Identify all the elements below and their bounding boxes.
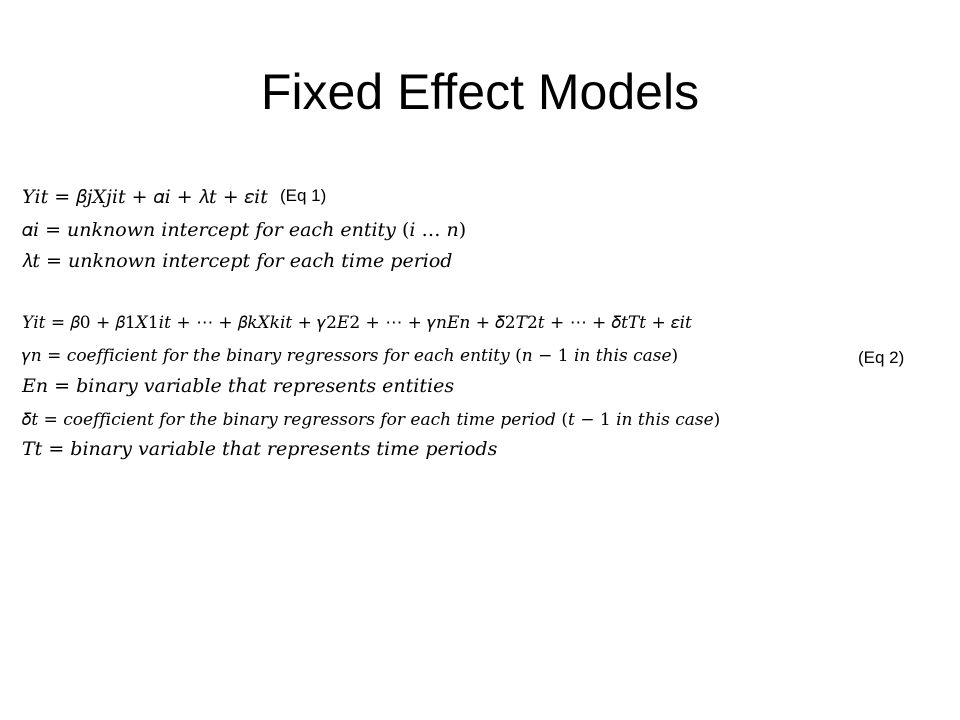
eq2-expression: 𝑌𝑖𝑡 = 𝛽0 + 𝛽1𝑋1𝑖𝑡 + ⋯ + 𝛽𝑘𝑋𝑘𝑖𝑡 + 𝛾2𝐸2 + … [22,313,692,333]
gamma-definition: 𝛾𝑛 = 𝑐𝑜𝑒𝑓𝑓𝑖𝑐𝑖𝑒𝑛𝑡 𝑓𝑜𝑟 𝑡ℎ𝑒 𝑏𝑖𝑛𝑎𝑟𝑦 𝑟𝑒𝑔𝑟𝑒𝑠𝑠𝑜… [22,346,679,366]
eq2-line: 𝑌𝑖𝑡 = 𝛽0 + 𝛽1𝑋1𝑖𝑡 + ⋯ + 𝛽𝑘𝑋𝑘𝑖𝑡 + 𝛾2𝐸2 + … [22,307,692,337]
en-definition-line: 𝐸𝑛 = 𝑏𝑖𝑛𝑎𝑟𝑦 𝑣𝑎𝑟𝑖𝑎𝑏𝑙𝑒 𝑡ℎ𝑎𝑡 𝑟𝑒𝑝𝑟𝑒𝑠𝑒𝑛𝑡𝑠 𝑒𝑛𝑡… [22,371,454,401]
delta-definition: 𝛿𝑡 = 𝑐𝑜𝑒𝑓𝑓𝑖𝑐𝑖𝑒𝑛𝑡 𝑓𝑜𝑟 𝑡ℎ𝑒 𝑏𝑖𝑛𝑎𝑟𝑦 𝑟𝑒𝑔𝑟𝑒𝑠𝑠𝑜… [22,410,721,430]
eq1-expression: 𝑌𝑖𝑡 = 𝛽𝑗𝑋𝑗𝑖𝑡 + 𝛼𝑖 + 𝜆𝑡 + 𝜀𝑖𝑡 [22,186,268,208]
eq1-line: 𝑌𝑖𝑡 = 𝛽𝑗𝑋𝑗𝑖𝑡 + 𝛼𝑖 + 𝜆𝑡 + 𝜀𝑖𝑡 (Eq 1) [22,181,326,211]
alpha-definition-line: 𝛼𝑖 = 𝑢𝑛𝑘𝑛𝑜𝑤𝑛 𝑖𝑛𝑡𝑒𝑟𝑐𝑒𝑝𝑡 𝑓𝑜𝑟 𝑒𝑎𝑐ℎ 𝑒𝑛𝑡𝑖𝑡𝑦 (… [22,215,466,245]
lambda-definition-line: 𝜆𝑡 = 𝑢𝑛𝑘𝑛𝑜𝑤𝑛 𝑖𝑛𝑡𝑒𝑟𝑐𝑒𝑝𝑡 𝑓𝑜𝑟 𝑒𝑎𝑐ℎ 𝑡𝑖𝑚𝑒 𝑝𝑒𝑟… [22,246,452,276]
tt-definition-line: 𝑇𝑡 = 𝑏𝑖𝑛𝑎𝑟𝑦 𝑣𝑎𝑟𝑖𝑎𝑏𝑙𝑒 𝑡ℎ𝑎𝑡 𝑟𝑒𝑝𝑟𝑒𝑠𝑒𝑛𝑡𝑠 𝑡𝑖𝑚… [22,434,497,464]
delta-definition-line: 𝛿𝑡 = 𝑐𝑜𝑒𝑓𝑓𝑖𝑐𝑖𝑒𝑛𝑡 𝑓𝑜𝑟 𝑡ℎ𝑒 𝑏𝑖𝑛𝑎𝑟𝑦 𝑟𝑒𝑔𝑟𝑒𝑠𝑠𝑜… [22,404,720,434]
en-definition: 𝐸𝑛 = 𝑏𝑖𝑛𝑎𝑟𝑦 𝑣𝑎𝑟𝑖𝑎𝑏𝑙𝑒 𝑡ℎ𝑎𝑡 𝑟𝑒𝑝𝑟𝑒𝑠𝑒𝑛𝑡𝑠 𝑒𝑛𝑡… [22,375,455,397]
lambda-definition: 𝜆𝑡 = 𝑢𝑛𝑘𝑛𝑜𝑤𝑛 𝑖𝑛𝑡𝑒𝑟𝑐𝑒𝑝𝑡 𝑓𝑜𝑟 𝑒𝑎𝑐ℎ 𝑡𝑖𝑚𝑒 𝑝𝑒𝑟… [22,250,453,272]
slide-title: Fixed Effect Models [260,64,700,120]
gamma-definition-line: 𝛾𝑛 = 𝑐𝑜𝑒𝑓𝑓𝑖𝑐𝑖𝑒𝑛𝑡 𝑓𝑜𝑟 𝑡ℎ𝑒 𝑏𝑖𝑛𝑎𝑟𝑦 𝑟𝑒𝑔𝑟𝑒𝑠𝑠𝑜… [22,340,678,370]
alpha-definition: 𝛼𝑖 = 𝑢𝑛𝑘𝑛𝑜𝑤𝑛 𝑖𝑛𝑡𝑒𝑟𝑐𝑒𝑝𝑡 𝑓𝑜𝑟 𝑒𝑎𝑐ℎ 𝑒𝑛𝑡𝑖𝑡𝑦 (… [22,219,467,241]
eq2-tag: (Eq 2) [858,348,905,367]
tt-definition: 𝑇𝑡 = 𝑏𝑖𝑛𝑎𝑟𝑦 𝑣𝑎𝑟𝑖𝑎𝑏𝑙𝑒 𝑡ℎ𝑎𝑡 𝑟𝑒𝑝𝑟𝑒𝑠𝑒𝑛𝑡𝑠 𝑡𝑖𝑚… [22,438,498,460]
eq1-tag: (Eq 1) [279,186,327,205]
